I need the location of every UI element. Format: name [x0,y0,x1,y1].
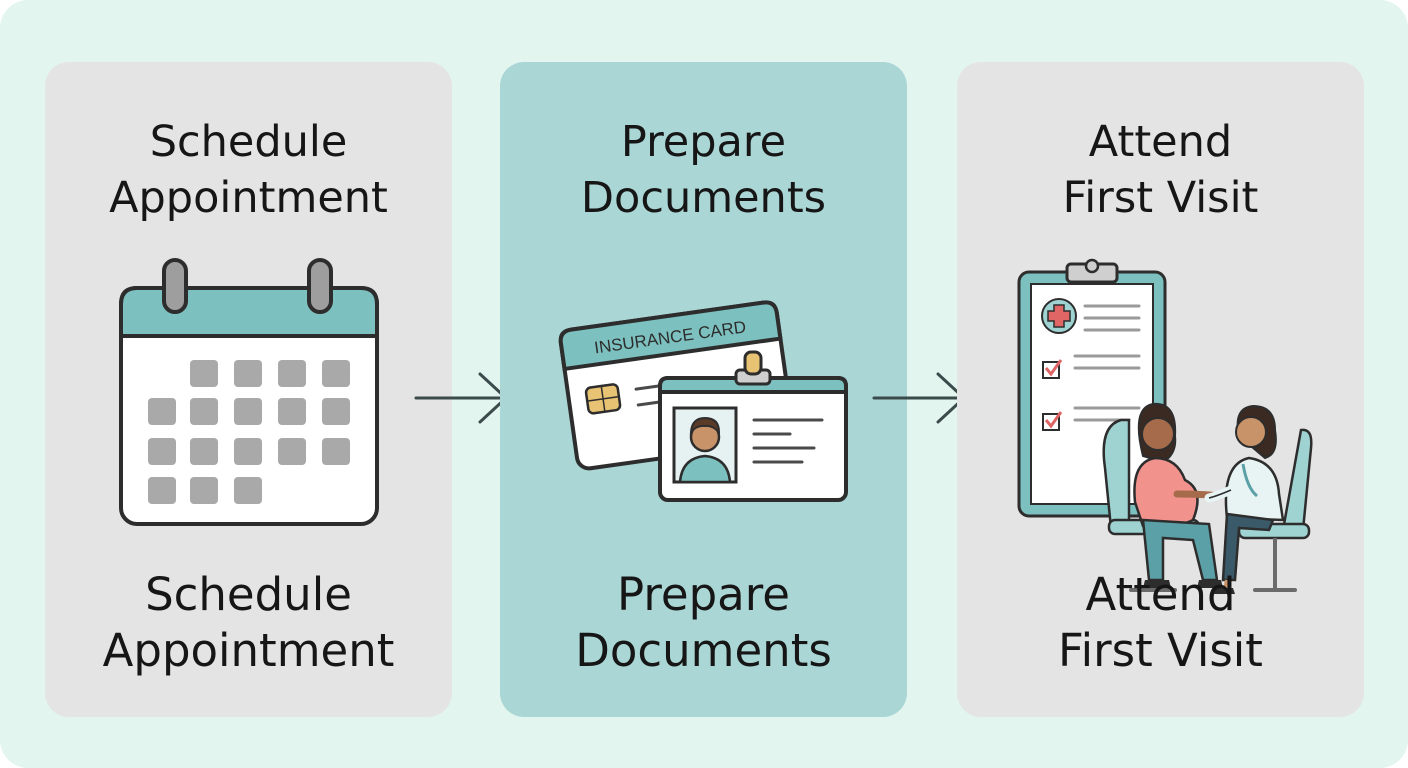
calendar-icon [119,258,379,526]
step-title: Prepare Documents [500,114,907,226]
step-caption: Attend First Visit [957,567,1364,679]
step-caption-line1: Schedule [145,568,352,621]
step-caption-line2: Documents [575,624,832,677]
step-title-line2: Appointment [109,173,388,223]
step-title-line1: Schedule [149,117,348,167]
step-caption-line2: Appointment [102,624,395,677]
step-title-line1: Prepare [620,117,787,167]
step-card-attend-first-visit: Attend First Visit [957,62,1364,717]
step-caption-line1: Attend [1085,568,1236,621]
step-caption: Prepare Documents [500,567,907,679]
step-caption: Schedule Appointment [45,567,452,679]
step-caption-line2: First Visit [1058,624,1263,677]
step-title-line1: Attend [1088,117,1233,167]
id-documents-icon: INSURANCE CARD [558,300,848,502]
step-title-line2: First Visit [1062,173,1259,223]
step-title: Attend First Visit [957,114,1364,226]
step-card-prepare-documents: Prepare Documents INSURANCE CARD Prepare [500,62,907,717]
step-title-line2: Documents [580,173,827,223]
step-title: Schedule Appointment [45,114,452,226]
step-card-schedule-appointment: Schedule Appointment Schedule [45,62,452,717]
doctor-visit-icon [1017,258,1313,594]
step-caption-line1: Prepare [617,568,790,621]
